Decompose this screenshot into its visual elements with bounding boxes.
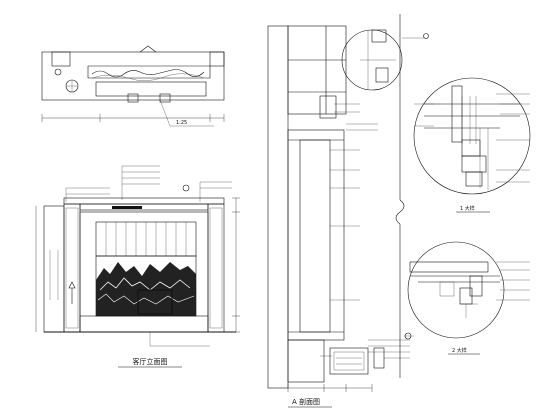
detail-2-title: 2 大样 [452, 347, 467, 354]
elevation-view: 客厅立面图 [35, 165, 240, 368]
detail-2-view: 2 大样 [407, 241, 530, 355]
elevation-leaders [65, 165, 232, 202]
section-top-frame [287, 25, 347, 115]
section-stone-cladding [299, 139, 331, 333]
section-hatched-wall [267, 25, 289, 389]
plan-view: 1:25 [41, 45, 225, 127]
elevation-fireplace-box [137, 289, 173, 315]
elevation-light-slot [112, 206, 142, 209]
elevation-title: 客厅立面图 [133, 357, 168, 366]
detail-1-circle [413, 77, 531, 195]
section-break-symbol [395, 199, 405, 225]
detail-1-view: 1 大样 [413, 77, 531, 213]
elevation-column-left [63, 203, 81, 333]
detail-1-title: 1 大样 [460, 205, 475, 212]
plan-callout: 1:25 [176, 120, 187, 126]
section-title: A 剖面图 [292, 397, 320, 406]
detail-2-stone-slab [409, 261, 489, 273]
plan-notch-left [51, 51, 71, 67]
detail-1-stone-strip [451, 85, 463, 143]
section-base-block [287, 339, 325, 383]
elevation-wall-left [43, 205, 65, 333]
plan-outline [41, 51, 225, 101]
elevation-column-right [207, 203, 225, 333]
plan-notch-right [209, 51, 225, 67]
detail-2-circle [407, 241, 505, 339]
plan-peak [139, 45, 157, 53]
section-view: A 剖面图 [267, 14, 429, 408]
plan-stone-band [91, 69, 205, 78]
